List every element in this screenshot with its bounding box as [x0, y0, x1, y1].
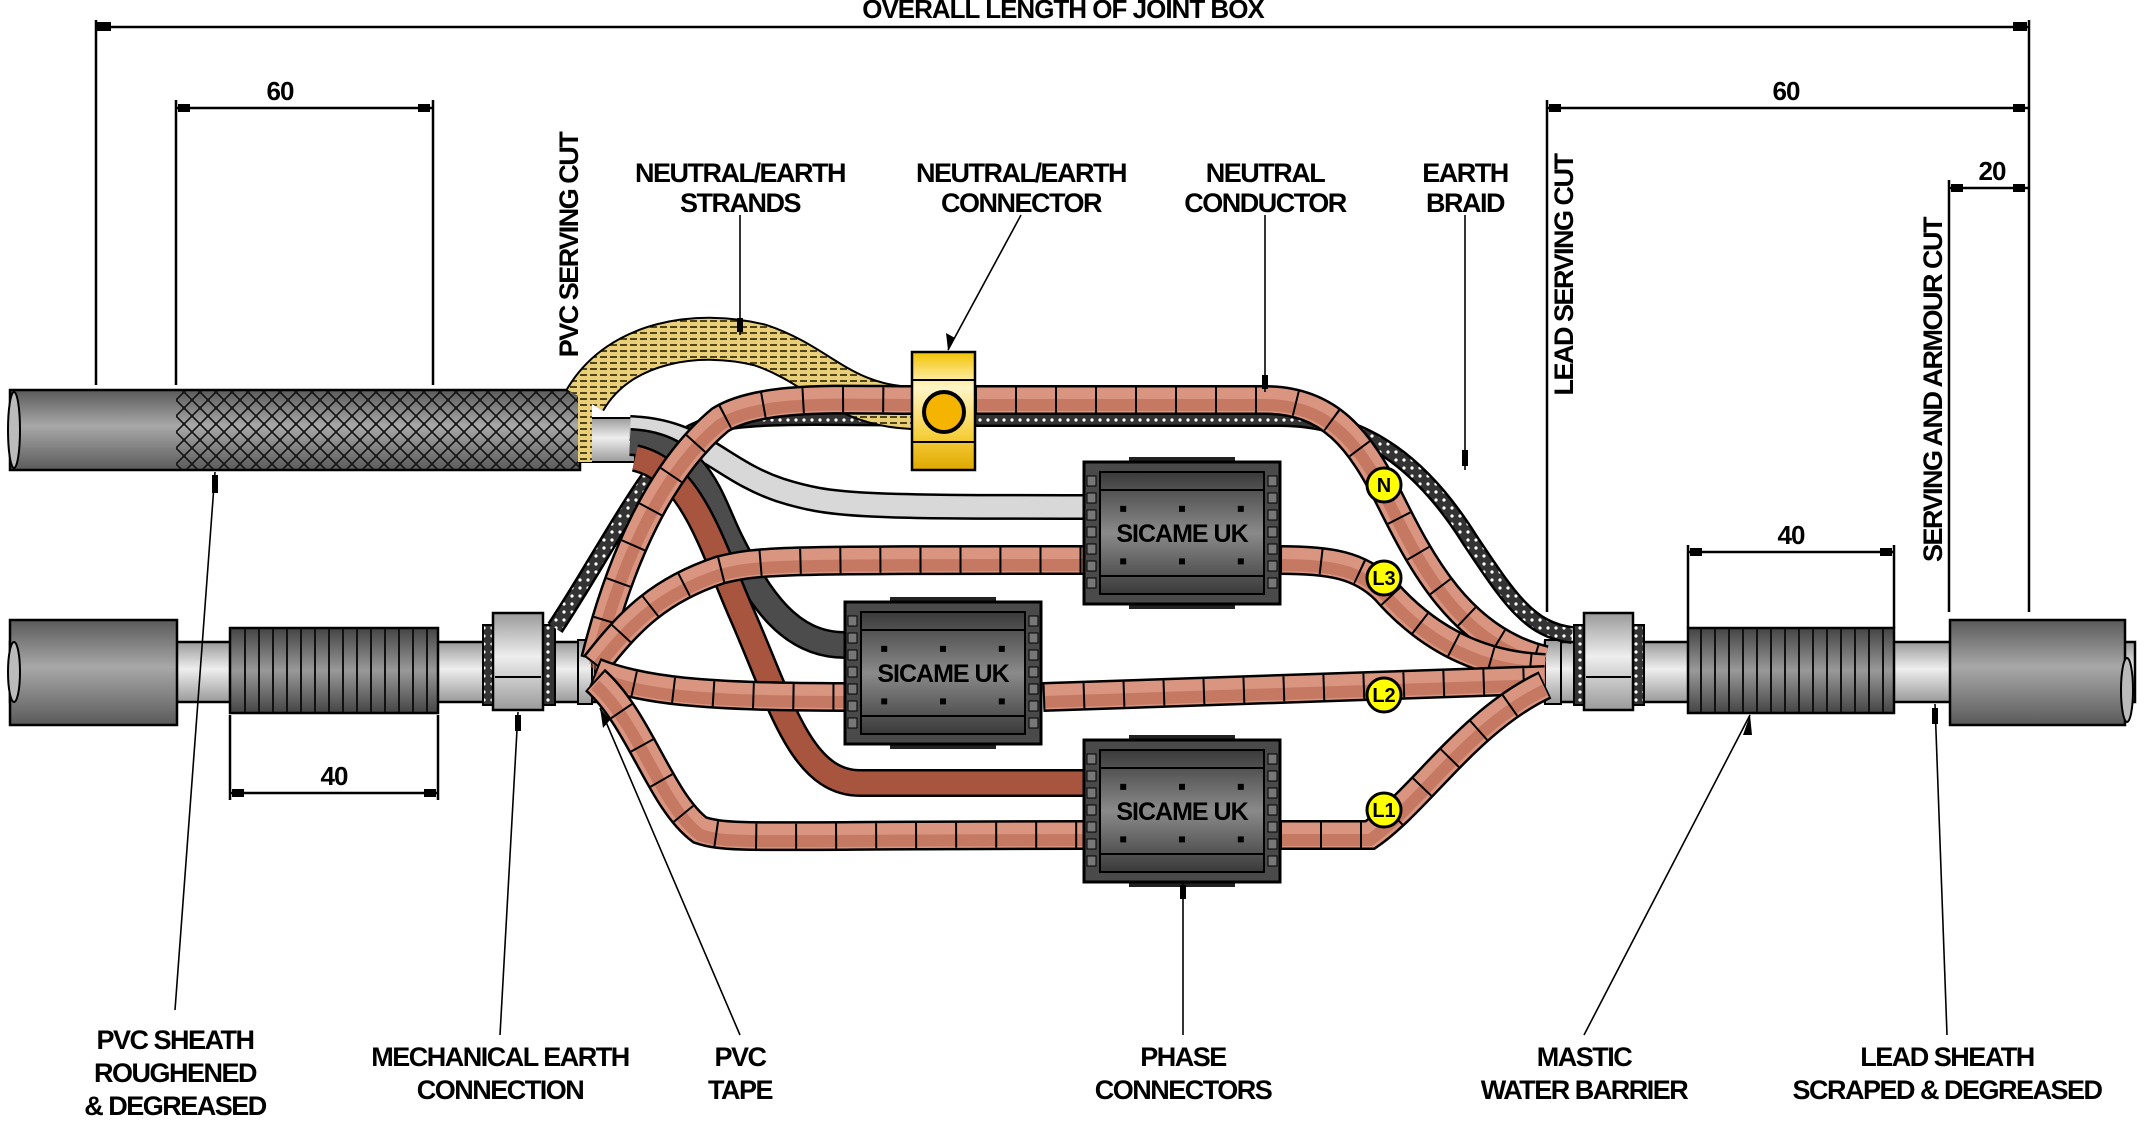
svg-text:L1: L1 [1372, 800, 1395, 822]
right-lead-cable [1543, 611, 2137, 727]
right-mechanical-earth-ring [1573, 611, 1645, 712]
screw-icon [1120, 783, 1127, 790]
label-mastic-line1: MASTIC [1537, 1042, 1632, 1072]
label-pvc-tape-line1: PVC [714, 1042, 766, 1072]
label-earth-braid-line2: BRAID [1426, 188, 1505, 218]
phase-connector: SICAME UK [1082, 457, 1282, 609]
screw-icon [998, 698, 1005, 705]
screw-icon [1179, 505, 1185, 512]
l3-conductor [583, 545, 1085, 675]
svg-text:L2: L2 [1372, 685, 1395, 707]
l2-right [1042, 665, 1546, 712]
screw-icon [1237, 783, 1244, 790]
connector-brand-label: SICAME UK [1116, 798, 1248, 826]
label-lead-sheath-line2: SCRAPED & DEGREASED [1792, 1075, 2102, 1105]
roughened-sheath-hatch [176, 391, 580, 469]
screw-icon [940, 698, 946, 705]
label-pvc-sheath-line3: & DEGREASED [84, 1091, 267, 1121]
right-armour-dimension: 40 [1686, 520, 1896, 628]
screw-icon [1237, 505, 1244, 512]
left-armour-dimension: 40 [228, 715, 440, 800]
neutral-left-loop [580, 384, 913, 667]
left-pvc-cable [7, 388, 636, 472]
screw-icon [881, 698, 888, 705]
screw-icon [1120, 558, 1127, 565]
label-neutral-conductor-line1: NEUTRAL [1206, 158, 1325, 188]
label-phase-connectors-line1: PHASE [1140, 1042, 1226, 1072]
lead-serving-cut-label: LEAD SERVING CUT [1549, 152, 1579, 395]
right-lead-strip-value: 60 [1773, 76, 1800, 106]
pvc-serving-cut-label: PVC SERVING CUT [554, 131, 584, 358]
left-pvc-strip-dimension: 60 [174, 76, 435, 385]
overall-length-dimension: OVERALL LENGTH OF JOINT BOX [94, 0, 2031, 612]
screw-icon [1237, 558, 1244, 565]
phase-badge-l2: L2 [1365, 676, 1403, 714]
label-neutral-earth-connector-line1: NEUTRAL/EARTH [916, 158, 1126, 188]
label-phase-connectors-line2: CONNECTORS [1095, 1075, 1272, 1105]
label-pvc-tape-line2: TAPE [708, 1075, 772, 1105]
phase-badge-l3: L3 [1365, 559, 1403, 597]
screw-icon [1179, 558, 1185, 565]
svg-text:L3: L3 [1372, 568, 1395, 590]
right-armour-value: 40 [1778, 520, 1805, 550]
label-pvc-sheath-line2: ROUGHENED [94, 1058, 257, 1088]
screw-icon [1237, 836, 1244, 843]
left-armoured-cable [7, 611, 597, 727]
phase-badge-n: N [1365, 466, 1403, 504]
screw-icon [940, 645, 946, 652]
phase-connectors: SICAME UK SICAME UK SICAME UK [843, 457, 1282, 887]
right-lead-strip-dimension: 60 [1545, 76, 2029, 612]
left-pvc-strip-value: 60 [267, 76, 294, 106]
screw-icon [998, 645, 1005, 652]
left-armour-wires [228, 626, 440, 715]
overall-length-label: OVERALL LENGTH OF JOINT BOX [862, 0, 1265, 24]
connector-bolt-icon [922, 390, 966, 434]
phase-connector: SICAME UK [1082, 735, 1282, 887]
l2-conductor [589, 658, 846, 712]
serving-armour-dimension: 20 [1947, 156, 2029, 612]
screw-icon [1179, 783, 1185, 790]
phase-connector: SICAME UK [843, 597, 1043, 749]
l1-right [1280, 671, 1552, 850]
right-armour-wires [1686, 626, 1896, 715]
top-labels: NEUTRAL/EARTH STRANDS NEUTRAL/EARTH CONN… [635, 158, 1509, 218]
connector-brand-label: SICAME UK [877, 660, 1009, 688]
leader-lines [174, 214, 1948, 1036]
screw-icon [1120, 505, 1127, 512]
label-neutral-conductor-line2: CONDUCTOR [1184, 188, 1347, 218]
label-neutral-earth-strands-line2: STRANDS [680, 188, 800, 218]
left-mechanical-earth-ring [482, 611, 556, 712]
label-lead-sheath-line1: LEAD SHEATH [1860, 1042, 2034, 1072]
neutral-earth-connector [910, 350, 977, 472]
svg-text:N: N [1377, 475, 1391, 497]
serving-armour-cut-label: SERVING AND ARMOUR CUT [1918, 216, 1948, 562]
phase-badge-l1: L1 [1365, 791, 1403, 829]
serving-armour-value: 20 [1979, 156, 2006, 186]
bottom-labels: PVC SHEATH ROUGHENED & DEGREASED MECHANI… [84, 1025, 2104, 1121]
wrapped-conductors [580, 384, 1552, 852]
screw-icon [881, 645, 888, 652]
label-earth-braid-line1: EARTH [1422, 158, 1508, 188]
label-mechanical-earth-line2: CONNECTION [417, 1075, 584, 1105]
connector-brand-label: SICAME UK [1116, 520, 1248, 548]
label-mechanical-earth-line1: MECHANICAL EARTH [371, 1042, 629, 1072]
left-armour-value: 40 [321, 761, 348, 791]
screw-icon [1179, 836, 1185, 843]
label-mastic-line2: WATER BARRIER [1481, 1075, 1688, 1105]
l1-conductor [584, 668, 1085, 852]
label-neutral-earth-connector-line2: CONNECTOR [941, 188, 1102, 218]
label-neutral-earth-strands-line1: NEUTRAL/EARTH [635, 158, 845, 188]
label-pvc-sheath-line1: PVC SHEATH [96, 1025, 253, 1055]
screw-icon [1120, 836, 1127, 843]
